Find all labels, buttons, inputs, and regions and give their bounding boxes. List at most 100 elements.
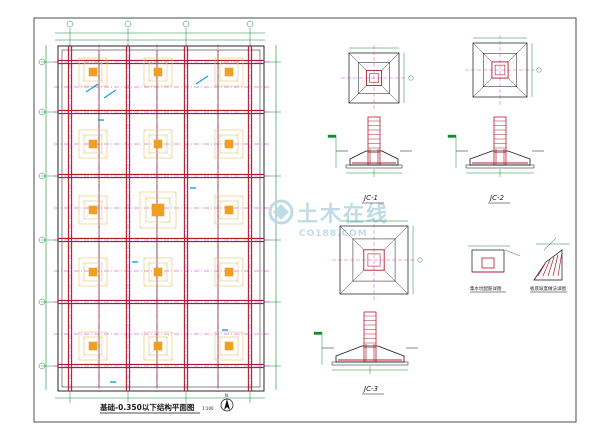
footing-1-3-mid: [148, 262, 168, 282]
jc3-plan-slope-1: [339, 225, 364, 250]
footing-1-4-diag-1: [143, 331, 155, 343]
plan-foundation-beams: [58, 46, 264, 391]
footing-1-0-diag-1: [143, 57, 155, 69]
footing-0-1-diag-4: [96, 147, 108, 159]
slope-detail-title: 板底坡度做法详图: [530, 285, 566, 292]
footing-1-4-column: [153, 341, 163, 351]
jc1-section-level-tag: [327, 134, 337, 138]
pit-outline: [471, 249, 505, 273]
plan-section-marks: [85, 75, 228, 383]
footing-1-4-outer: [143, 331, 173, 361]
slope-rebar-0: [537, 261, 547, 277]
footing-1-2-outer: [139, 191, 177, 229]
slab-outline-inner: [61, 49, 261, 388]
footing-0-3-diag-2: [96, 257, 108, 269]
footing-2-2-column: [224, 205, 234, 215]
footing-1-2-column: [151, 203, 165, 217]
footing-0-4-diag-2: [96, 331, 108, 343]
pit-hole: [481, 257, 495, 269]
footing-2-3-column: [224, 267, 234, 277]
footing-1-1-diag-1: [143, 129, 155, 141]
jc2-title: JC-2: [488, 194, 504, 202]
footing-0-0-diag-4: [96, 75, 108, 87]
footing-0-3-column: [88, 267, 98, 277]
pit-detail-title: 集水坑配筋详图: [470, 285, 502, 292]
footing-1-4-diag-4: [161, 349, 173, 361]
axis-bubble-left-4: [38, 298, 46, 306]
footing-2-0-column: [224, 67, 234, 77]
north-arrow-icon: [220, 398, 234, 412]
footing-0-2-mid: [83, 200, 103, 220]
footing-0-4-diag-1: [78, 331, 90, 343]
footing-2-4-mid: [219, 336, 239, 356]
jc2-plan-axis-bubble: [536, 67, 542, 73]
footing-2-3-outer: [214, 257, 244, 287]
slope-rebar-3: [552, 254, 559, 277]
footing-0-0-diag-1: [78, 57, 90, 69]
footing-2-3-diag-4: [232, 275, 244, 287]
watermark-cn: 土木在线: [297, 202, 389, 226]
jc2-section-cushion: [465, 164, 535, 169]
jc3-section-level-tag: [313, 331, 323, 335]
footing-0-4-column: [88, 341, 98, 351]
footing-1-2-mid: [145, 197, 171, 223]
jc2-plan-slope-4: [507, 77, 528, 98]
footing-0-2-diag-4: [96, 213, 108, 225]
slope-rebar-2: [547, 256, 555, 277]
footing-1-2-diag-3: [139, 215, 153, 229]
plan-footings: [78, 57, 244, 361]
footing-2-4-diag-1: [214, 331, 226, 343]
footing-0-0-diag-2: [96, 57, 108, 69]
footing-2-0-diag-2: [232, 57, 244, 69]
jc1-plan-slope-2: [381, 52, 400, 71]
footing-1-0-diag-4: [161, 75, 173, 87]
slope-leader: [543, 237, 557, 251]
footing-0-1-diag-1: [78, 129, 90, 141]
slope-rebar-4: [557, 251, 563, 277]
footing-2-2-mid: [219, 200, 239, 220]
footing-0-1-diag-3: [78, 147, 90, 159]
slope-rebar-1: [542, 259, 551, 277]
footing-2-2-diag-3: [214, 213, 226, 225]
footing-0-4-diag-4: [96, 349, 108, 361]
footing-2-1-diag-3: [214, 147, 226, 159]
north-mark: N: [225, 393, 228, 398]
footing-2-3-diag-3: [214, 275, 226, 287]
cyan-mark-1: [103, 89, 117, 99]
axis-bubble-left-5: [38, 362, 46, 370]
footing-0-3-diag-4: [96, 275, 108, 287]
footing-1-1-mid: [148, 134, 168, 154]
slope-outline: [533, 249, 563, 281]
footing-2-1-outer: [214, 129, 244, 159]
footing-2-2-diag-2: [232, 195, 244, 207]
jc1-plan-slope-3: [348, 85, 367, 104]
axis-bubble-left-1: [38, 108, 46, 116]
footing-2-3-mid: [219, 262, 239, 282]
footing-2-3-diag-1: [214, 257, 226, 269]
footing-0-3-diag-1: [78, 257, 90, 269]
watermark-en: CO188.COM: [299, 229, 368, 239]
footing-2-0-diag-3: [214, 75, 226, 87]
footing-0-0-column: [88, 67, 98, 77]
footing-2-2-diag-4: [232, 213, 244, 225]
footing-0-0-outer: [78, 57, 108, 87]
footing-1-2-diag-1: [139, 191, 153, 205]
footing-0-2-diag-1: [78, 195, 90, 207]
foundation-plan: [38, 20, 281, 403]
jc1-section-cushion: [345, 164, 403, 169]
footing-2-4-outer: [214, 331, 244, 361]
footing-0-2-outer: [78, 195, 108, 225]
footing-1-4-mid: [148, 336, 168, 356]
axis-bubble-left-2: [38, 172, 46, 180]
footing-2-0-diag-4: [232, 75, 244, 87]
footing-0-2-column: [88, 205, 98, 215]
plan-slab-outline: [57, 45, 265, 392]
plan-scale: 1:100: [202, 406, 214, 411]
axis-bubble-top-2: [182, 20, 190, 28]
footing-2-2-outer: [214, 195, 244, 225]
footing-1-1-diag-3: [143, 147, 155, 159]
jc2-plan-slope-1: [472, 42, 493, 63]
jc1-plan-axis-bubble: [408, 75, 414, 81]
footing-0-1-diag-2: [96, 129, 108, 141]
footing-2-1-mid: [219, 134, 239, 154]
